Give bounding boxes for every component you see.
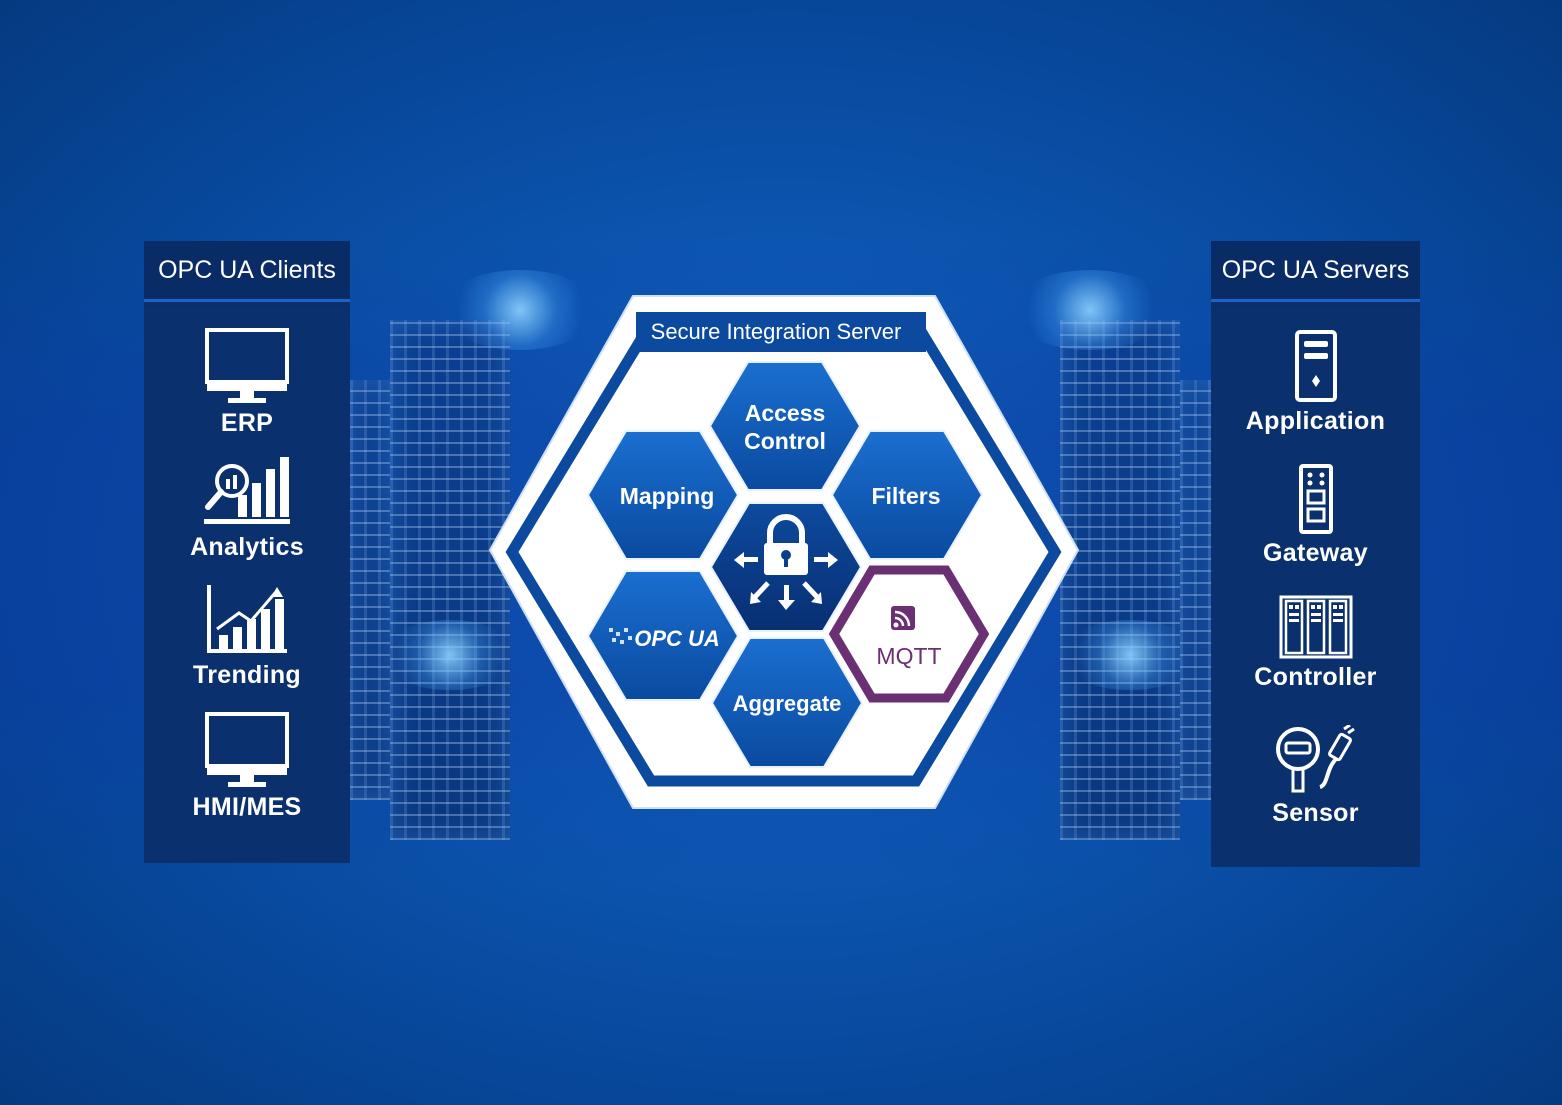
hex-mqtt-label: MQTT xyxy=(876,643,941,669)
hub-title: Secure Integration Server xyxy=(651,319,902,344)
hex-access-control-line2: Control xyxy=(744,428,826,454)
hex-opc-ua-label: OPC UA xyxy=(634,626,720,651)
mqtt-signal-dot xyxy=(894,623,899,628)
hex-mqtt[interactable]: MQTT xyxy=(834,570,984,698)
hex-access-control-line1: Access xyxy=(745,400,826,426)
hex-mapping-label: Mapping xyxy=(620,483,715,509)
hex-aggregate-label: Aggregate xyxy=(733,691,842,716)
hex-filters-label: Filters xyxy=(871,483,940,509)
